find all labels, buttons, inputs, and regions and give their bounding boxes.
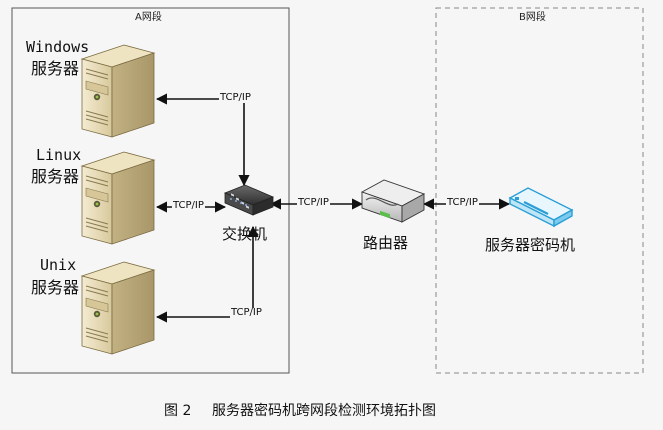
segment-b-title: B网段 [519,12,546,23]
segment-b-frame [435,7,644,374]
server-linux-icon [81,151,155,245]
server-linux-label: 服务器 [31,167,80,186]
server-windows-name: Windows [26,38,90,56]
segment-a-frame [11,7,290,374]
server-windows-icon [81,44,155,138]
server-linux-name: Linux [36,146,82,164]
link-switch-router-label: TCP/IP [297,197,330,208]
switch-icon [223,184,275,216]
figure-number: 图 2 [164,403,192,419]
link-windows-switch [155,93,250,187]
crypto-machine-label: 服务器密码机 [485,236,576,254]
link-router-crypto-label: TCP/IP [446,197,479,208]
server-unix-name: Unix [40,256,77,274]
link-linux-switch-label: TCP/IP [172,200,205,211]
router-icon [360,179,426,223]
switch-label: 交换机 [222,225,268,243]
router-label: 路由器 [363,234,409,252]
link-windows-switch-label: TCP/IP [219,92,252,103]
server-windows-label: 服务器 [31,59,80,78]
crypto-machine-icon [508,187,574,228]
figure-caption: 服务器密码机跨网段检测环境拓扑图 [212,403,436,419]
segment-a-title: A网段 [135,12,162,23]
link-unix-switch-label: TCP/IP [230,307,263,318]
server-unix-label: 服务器 [31,278,80,297]
server-unix-icon [81,261,155,355]
